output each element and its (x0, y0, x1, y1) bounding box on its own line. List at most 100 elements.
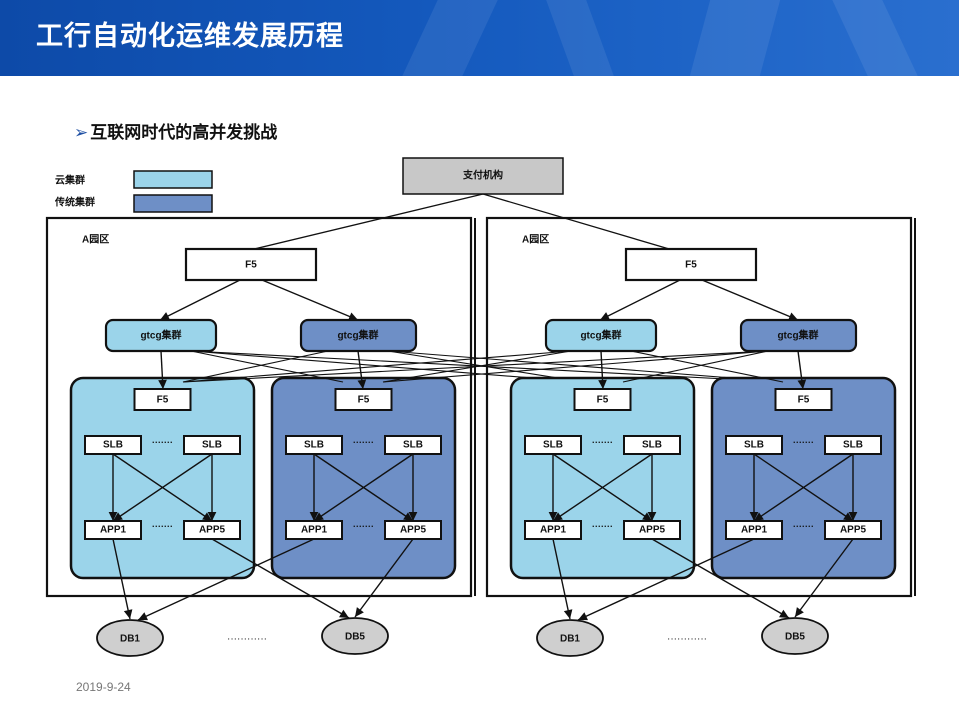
gtcg-fan-line (387, 350, 784, 383)
app-label: APP1 (741, 525, 768, 536)
gtcg-fan-line (190, 350, 584, 383)
db-ellipsis: ············ (227, 634, 267, 645)
app-label: APP5 (400, 525, 427, 536)
arrowhead (647, 511, 657, 521)
slb-to-app-arrow (112, 453, 213, 522)
payment-to-f5-line (482, 193, 677, 252)
arrowhead (563, 609, 573, 619)
slb-label: SLB (843, 440, 863, 451)
arrowhead (403, 512, 413, 521)
page-title: 工行自动化运维发展历程 (36, 21, 344, 51)
slb-ellipsis: ······· (592, 437, 613, 447)
app-to-db-arrow (794, 538, 854, 618)
arrowhead (309, 511, 319, 521)
park-f5-label: F5 (245, 260, 257, 271)
park-frame (485, 216, 913, 598)
park-f5-box (184, 247, 318, 282)
app-to-db-arrow (137, 538, 315, 621)
slb-to-app-arrow (753, 453, 854, 522)
arrowhead (207, 511, 217, 521)
legend-label-cloud: 云集群 (55, 174, 85, 187)
arrowhead (598, 379, 607, 389)
app-to-db-arrow (354, 538, 414, 618)
db-node (96, 619, 164, 657)
gtcg-fan-line (182, 350, 329, 383)
arrowhead (314, 512, 324, 521)
arrowhead (138, 612, 148, 621)
gtcg-traditional-label: gtcg集群 (777, 329, 818, 342)
app-ellipsis: ······· (592, 521, 613, 531)
app-label: APP5 (199, 525, 226, 536)
arrowhead (357, 379, 367, 389)
cluster-f5-label: F5 (798, 395, 810, 406)
arrowhead (339, 609, 349, 618)
arrowhead (600, 312, 610, 320)
arrowhead (779, 609, 789, 618)
cluster-f5-label: F5 (358, 395, 370, 406)
park-f5-label: F5 (685, 260, 697, 271)
payment-node (402, 157, 564, 195)
db-node (536, 619, 604, 657)
arrowhead (642, 512, 652, 521)
payment-node-label: 支付机构 (462, 169, 503, 182)
app-label: APP5 (840, 525, 867, 536)
gtcg-fan-line (622, 350, 769, 383)
slb-to-app-arrow (552, 453, 653, 522)
footer-date: 2019-9-24 (76, 680, 131, 694)
slb-ellipsis: ······· (793, 437, 814, 447)
arrowhead (548, 511, 558, 521)
park-frame (45, 216, 473, 598)
arrowhead (108, 511, 118, 521)
f5-to-gtcg-arrow (599, 279, 681, 321)
app-to-db-arrow (577, 538, 755, 621)
arrowhead (553, 512, 563, 521)
arrowhead (578, 612, 588, 621)
app-label: APP1 (100, 525, 127, 536)
slb-label: SLB (103, 440, 123, 451)
app-label: APP1 (301, 525, 328, 536)
app-label: APP5 (639, 525, 666, 536)
gtcg-fan-line (182, 350, 769, 383)
app-to-db-arrow (211, 538, 350, 619)
park-f5-box (624, 247, 758, 282)
section-subtitle: ➢互联网时代的高并发挑战 (74, 118, 277, 143)
legend-swatch-traditional (133, 194, 213, 213)
cluster-f5-label: F5 (157, 395, 169, 406)
app-ellipsis: ······· (353, 521, 374, 531)
legend-label-traditional: 传统集群 (54, 196, 95, 209)
payment-to-f5-line (245, 193, 484, 252)
cluster-f5-box (774, 388, 833, 411)
slb-ellipsis: ······· (353, 437, 374, 447)
slb-label: SLB (202, 440, 222, 451)
arrowhead (348, 312, 358, 321)
arrowhead (749, 511, 759, 521)
arrowhead (123, 609, 133, 619)
arrowhead (408, 511, 418, 521)
slb-label: SLB (543, 440, 563, 451)
header-banner: 工行自动化运维发展历程 (0, 0, 959, 76)
slb-label: SLB (642, 440, 662, 451)
park-label: A园区 (522, 234, 549, 246)
gtcg-traditional-label: gtcg集群 (337, 329, 378, 342)
arrowhead (202, 512, 212, 521)
cluster-f5-label: F5 (597, 395, 609, 406)
arrowhead (843, 512, 853, 521)
db-label: DB1 (560, 634, 580, 645)
app-to-db-arrow (112, 538, 131, 620)
gtcg-fan-line (382, 350, 769, 383)
db-node (761, 617, 829, 655)
db-label: DB1 (120, 634, 140, 645)
section-subtitle-text: 互联网时代的高并发挑战 (90, 123, 278, 142)
gtcg-fan-line (630, 350, 784, 383)
db-label: DB5 (785, 632, 805, 643)
gtcg-fan-line (190, 350, 344, 383)
db-label: DB5 (345, 632, 365, 643)
arrowhead (158, 379, 167, 389)
arrowhead (788, 312, 798, 321)
gtcg-fan-line (182, 350, 572, 383)
slb-label: SLB (304, 440, 324, 451)
f5-to-gtcg-arrow (261, 279, 359, 321)
park-label: A园区 (82, 234, 109, 246)
db-node (321, 617, 389, 655)
